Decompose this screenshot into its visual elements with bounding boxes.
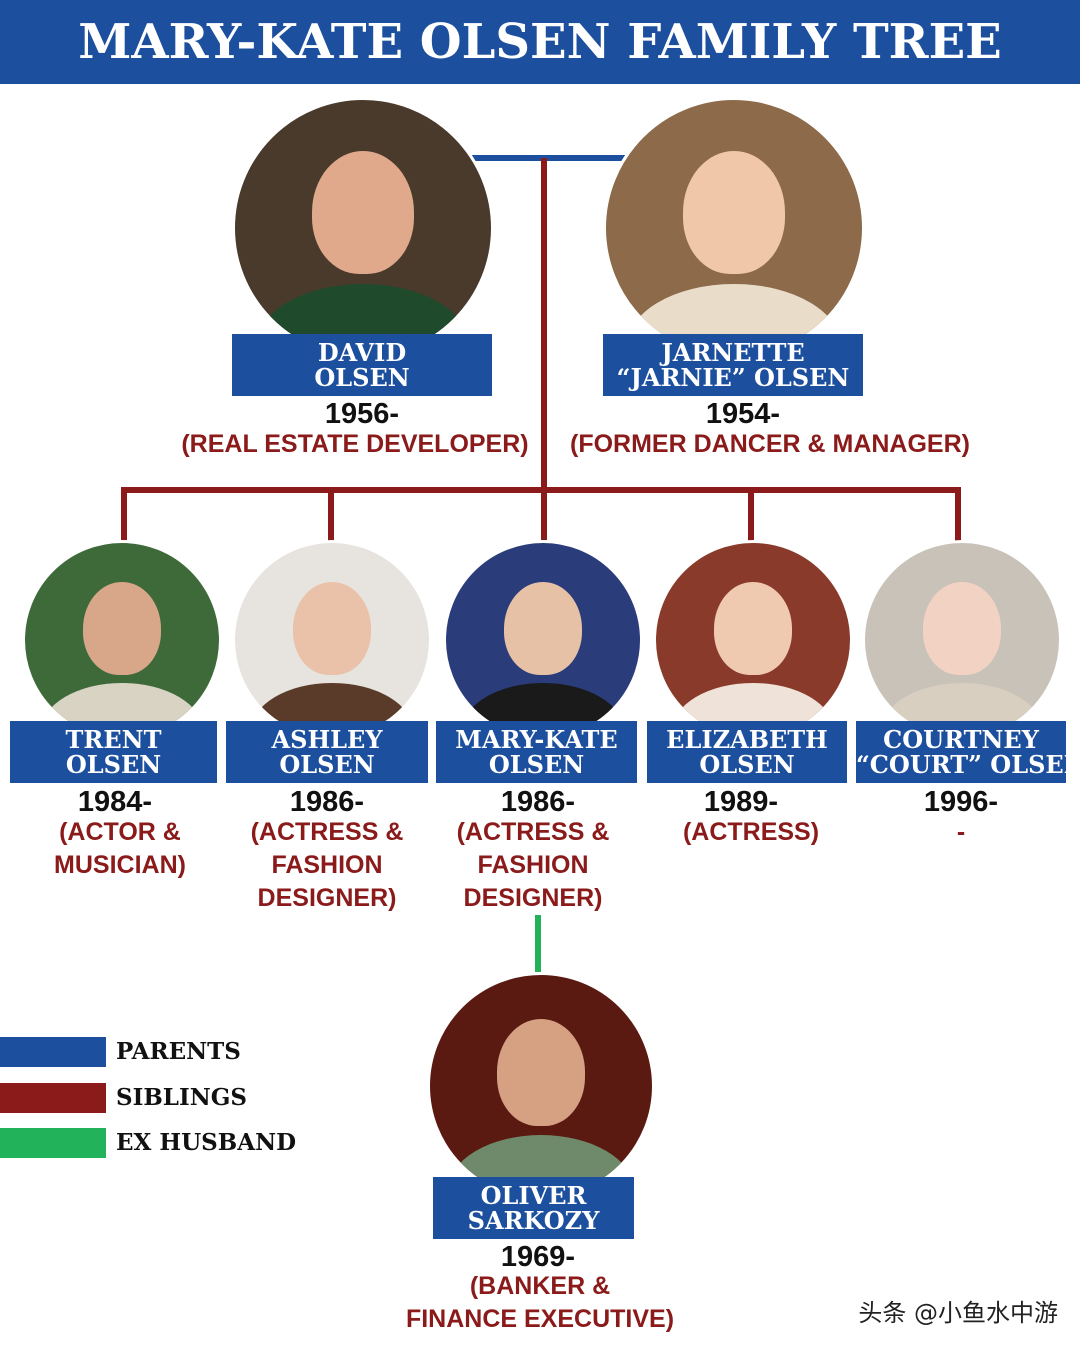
- mary-kate-olsen-name-box: MARY-KATE OLSEN: [436, 721, 637, 783]
- watermark: 头条 @小鱼水中游: [858, 1299, 1058, 1327]
- mary-kate-olsen-role: (ACTRESS & FASHION DESIGNER): [456, 818, 610, 912]
- david-olsen-year: 1956-: [324, 398, 400, 430]
- page-title: MARY-KATE OLSEN FAMILY TREE: [78, 14, 1002, 70]
- trent-olsen-photo: [22, 540, 222, 740]
- oliver-sarkozy-photo: [427, 972, 655, 1200]
- jarnette-olsen-photo: [603, 97, 865, 359]
- trent-olsen-role: (ACTOR & MUSICIAN): [54, 818, 186, 879]
- legend-swatch-ex-husband: [0, 1128, 106, 1158]
- david-olsen-photo: [232, 97, 494, 359]
- courtney-olsen-photo: [862, 540, 1062, 740]
- courtney-olsen-role: -: [956, 818, 966, 846]
- oliver-sarkozy-year: 1969-: [500, 1241, 576, 1273]
- jarnette-olsen-year: 1954-: [705, 398, 781, 430]
- ashley-olsen-photo: [232, 540, 432, 740]
- legend-label-siblings: SIBLINGS: [116, 1084, 248, 1111]
- jarnette-olsen-name-box: JARNETTE “JARNIE” OLSEN: [603, 334, 863, 396]
- ashley-olsen-name-box: ASHLEY OLSEN: [226, 721, 428, 783]
- elizabeth-olsen-role: (ACTRESS): [682, 818, 820, 846]
- mary-kate-olsen-year: 1986-: [500, 786, 576, 818]
- title-bar: MARY-KATE OLSEN FAMILY TREE: [0, 0, 1080, 84]
- trent-olsen-year: 1984-: [77, 786, 153, 818]
- david-olsen-role: (REAL ESTATE DEVELOPER): [181, 430, 529, 458]
- courtney-olsen-year: 1996-: [923, 786, 999, 818]
- oliver-sarkozy-role: (BANKER & FINANCE EXECUTIVE): [405, 1272, 675, 1333]
- david-olsen-name-box: DAVID OLSEN: [232, 334, 492, 396]
- legend-label-ex-husband: EX HUSBAND: [116, 1129, 297, 1156]
- elizabeth-olsen-year: 1989-: [703, 786, 779, 818]
- legend-swatch-siblings: [0, 1083, 106, 1113]
- courtney-olsen-name-box: COURTNEY “COURT” OLSEN: [856, 721, 1066, 783]
- oliver-sarkozy-name-box: OLIVER SARKOZY: [433, 1177, 634, 1239]
- legend-label-parents: PARENTS: [116, 1038, 241, 1065]
- elizabeth-olsen-name-box: ELIZABETH OLSEN: [647, 721, 847, 783]
- legend-swatch-parents: [0, 1037, 106, 1067]
- jarnette-olsen-role: (FORMER DANCER & MANAGER): [570, 430, 970, 458]
- ashley-olsen-role: (ACTRESS & FASHION DESIGNER): [250, 818, 404, 912]
- trent-olsen-name-box: TRENT OLSEN: [10, 721, 217, 783]
- elizabeth-olsen-photo: [653, 540, 853, 740]
- mary-kate-olsen-photo: [443, 540, 643, 740]
- ashley-olsen-year: 1986-: [289, 786, 365, 818]
